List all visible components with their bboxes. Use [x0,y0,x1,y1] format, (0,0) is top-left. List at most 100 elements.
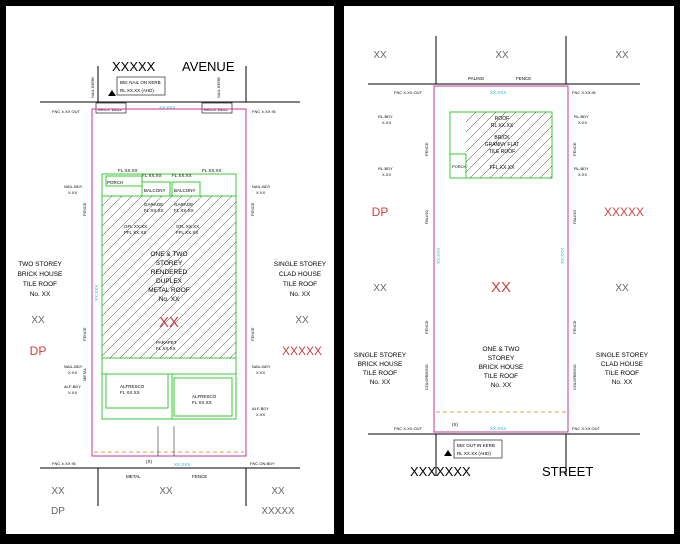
alfresco-label-2: ALFRESCO [192,394,217,399]
house-line-5: METAL ROOF [148,287,190,294]
fence-left-upper-r: FENCE [424,142,429,156]
bottom-xxxxx: XXXXX [261,506,295,517]
r-left-neighbour-3: TILE ROOF [363,370,397,377]
r-left-neighbour-4: No. XX [370,379,391,386]
r-right-neighbour-4: No. XX [612,379,633,386]
fnc-in-top-right: FNC X.XX IN [252,109,276,114]
fnc-on-bdy-bottom-right: FNC ON BDY [250,461,275,466]
r-house-line-3: BRICK HOUSE [479,364,524,371]
nail-bdy-left-value: X.XX [68,190,77,195]
house-footprint [101,173,237,420]
fnc-in-bottom-left: FNC X.XX IN [52,461,76,466]
left-dp: DP [30,344,47,358]
nail-bdy-left: NAIL-BDY [64,184,83,189]
street-name-2-r: STREET [542,464,593,479]
rl-bdy-right: RL-BDY [574,114,589,119]
left-sheet: XXXXX AVENUE BM: NAIL ON KERB RL XX.XX (… [6,6,334,534]
gfl-label-2: GFL XX.XX [176,224,199,229]
fence-left-lower: FENCE [82,327,87,341]
street-name-1: XXXXX [112,59,156,74]
alf-bdy-left-value: X.XX [68,390,77,395]
ffl-label-2: FFL XX.XX [176,230,198,235]
front-boundary-length: XX.XXX [490,426,506,431]
bm-label: BM: NAIL ON KERB [120,80,161,85]
street-name-2: AVENUE [182,59,235,74]
rl-bdy-left: RL-BDY [378,114,393,119]
fence-right-lower: FENCE [250,327,255,341]
left-site-plan: XXXXX AVENUE BM: NAIL ON KERB RL XX.XX (… [18,59,327,517]
metal-left: METAL [82,367,87,381]
rl-bdy-right-value: X.XX [578,120,587,125]
fnc-out-top-left: FNC X.XX OUT [52,109,81,114]
top-paling: PALING [468,76,485,81]
paling-right-r: PALING [572,210,577,224]
bottom-xx-mid: XX [159,486,173,497]
bottom-dp: DP [51,506,65,517]
left-xx: XX [31,315,45,326]
nail-kerb-label-left: NAIL KERB [90,77,95,98]
granny-line-3: TILE ROOF [489,149,515,155]
x-mark-left: (X) [146,459,153,464]
rl-bdy-right-2: RL-BDY [574,166,589,171]
bm-rl: RL XX.XX (AHD) [120,88,154,93]
house-line-2: STOREY [156,260,183,267]
right-sheet: XX XX XX PALING FENCE XX.XXX FNC X.XX OU… [344,6,674,534]
balcony-label-2: BALCONY [174,188,196,193]
lot-number-red: XX [159,314,179,331]
lot-boundary-right [433,85,569,433]
garage-fl-2: FL XX.XX [174,208,194,213]
right-sheet-red-label: XXXXX [604,205,644,219]
nail-bdy-left-2-value: X.XX [68,370,77,375]
rl-bdy-left-value: X.XX [382,120,391,125]
fnc-out-bottom: FNC X.XX OUT [394,426,423,431]
r-right-neighbour-2: CLAD HOUSE [601,361,644,368]
roof-hatching [101,195,237,359]
fnc-out-top: FNC X.XX OUT [394,90,423,95]
r-house-line-5: No. XX [491,382,512,389]
fence-right-lower-r: FENCE [572,320,577,334]
alfresco-fl-2: FL XX.XX [192,400,212,405]
fl-label-1: FL XX.XX [118,168,138,173]
right-red-label: XXXXX [282,344,322,358]
bottom-metal: METAL [126,474,141,479]
r-house-line-4: TILE ROOF [484,373,518,380]
r-right-neighbour-1: SINGLE STOREY [596,352,649,359]
top-boundary-length: XX.XXX [159,105,175,110]
house-line-1: ONE & TWO [150,251,187,258]
balcony-label-1: BALCONY [144,188,166,193]
top-fence: FENCE [516,76,531,81]
r-left-neighbour-2: BRICK HOUSE [358,361,403,368]
top-xx-right: XX [615,50,629,61]
right-site-plan: XX XX XX PALING FENCE XX.XXX FNC X.XX OU… [354,36,649,479]
fence-right-upper-r: FENCE [572,142,577,156]
street-name-1-r: XXXXXXX [410,464,471,479]
nail-bdy-left-2: NAIL-BDY [64,364,83,369]
fl-label-3: FL XX.XX [172,173,192,178]
roof-rl: RL XX.XX [491,123,514,129]
garage-label-2: GARAGE [174,202,193,207]
right-neighbour-line-3: TILE ROOF [283,281,317,288]
nail-bdy-right-2-value: X.XX [256,370,265,375]
parapet-label: PARAPET [156,340,177,345]
rl-bdy-left-2: RL-BDY [378,166,393,171]
r-house-line-2: STOREY [488,355,515,362]
right-boundary-length-r: XX.XXX [560,248,565,264]
fence-left-lower-r: FENCE [424,320,429,334]
colorbond-right: COLORBOND [572,364,577,390]
top-xx-left: XX [373,50,387,61]
left-neighbour-line-3: TILE ROOF [23,281,57,288]
granny-ffl: FFL XX.XX [490,165,515,171]
fl-label-2: FL XX.XX [142,173,162,178]
mid-xx-right: XX [615,283,629,294]
x-mark-right: (X) [452,422,459,427]
fence-right-upper: FENCE [250,202,255,216]
right-neighbour-line-2: CLAD HOUSE [279,271,322,278]
granny-line-1: BRICK [494,135,510,141]
bm-rl-r: RL XX.XX (AHD) [457,451,491,456]
fl-label-4: FL XX.XX [202,168,222,173]
r-right-neighbour-3: TILE ROOF [605,370,639,377]
granny-flat-footprint [449,111,553,179]
fence-left-upper: FENCE [82,202,87,216]
r-left-neighbour-1: SINGLE STOREY [354,352,407,359]
bottom-boundary-length: XX.XXX [174,462,190,467]
